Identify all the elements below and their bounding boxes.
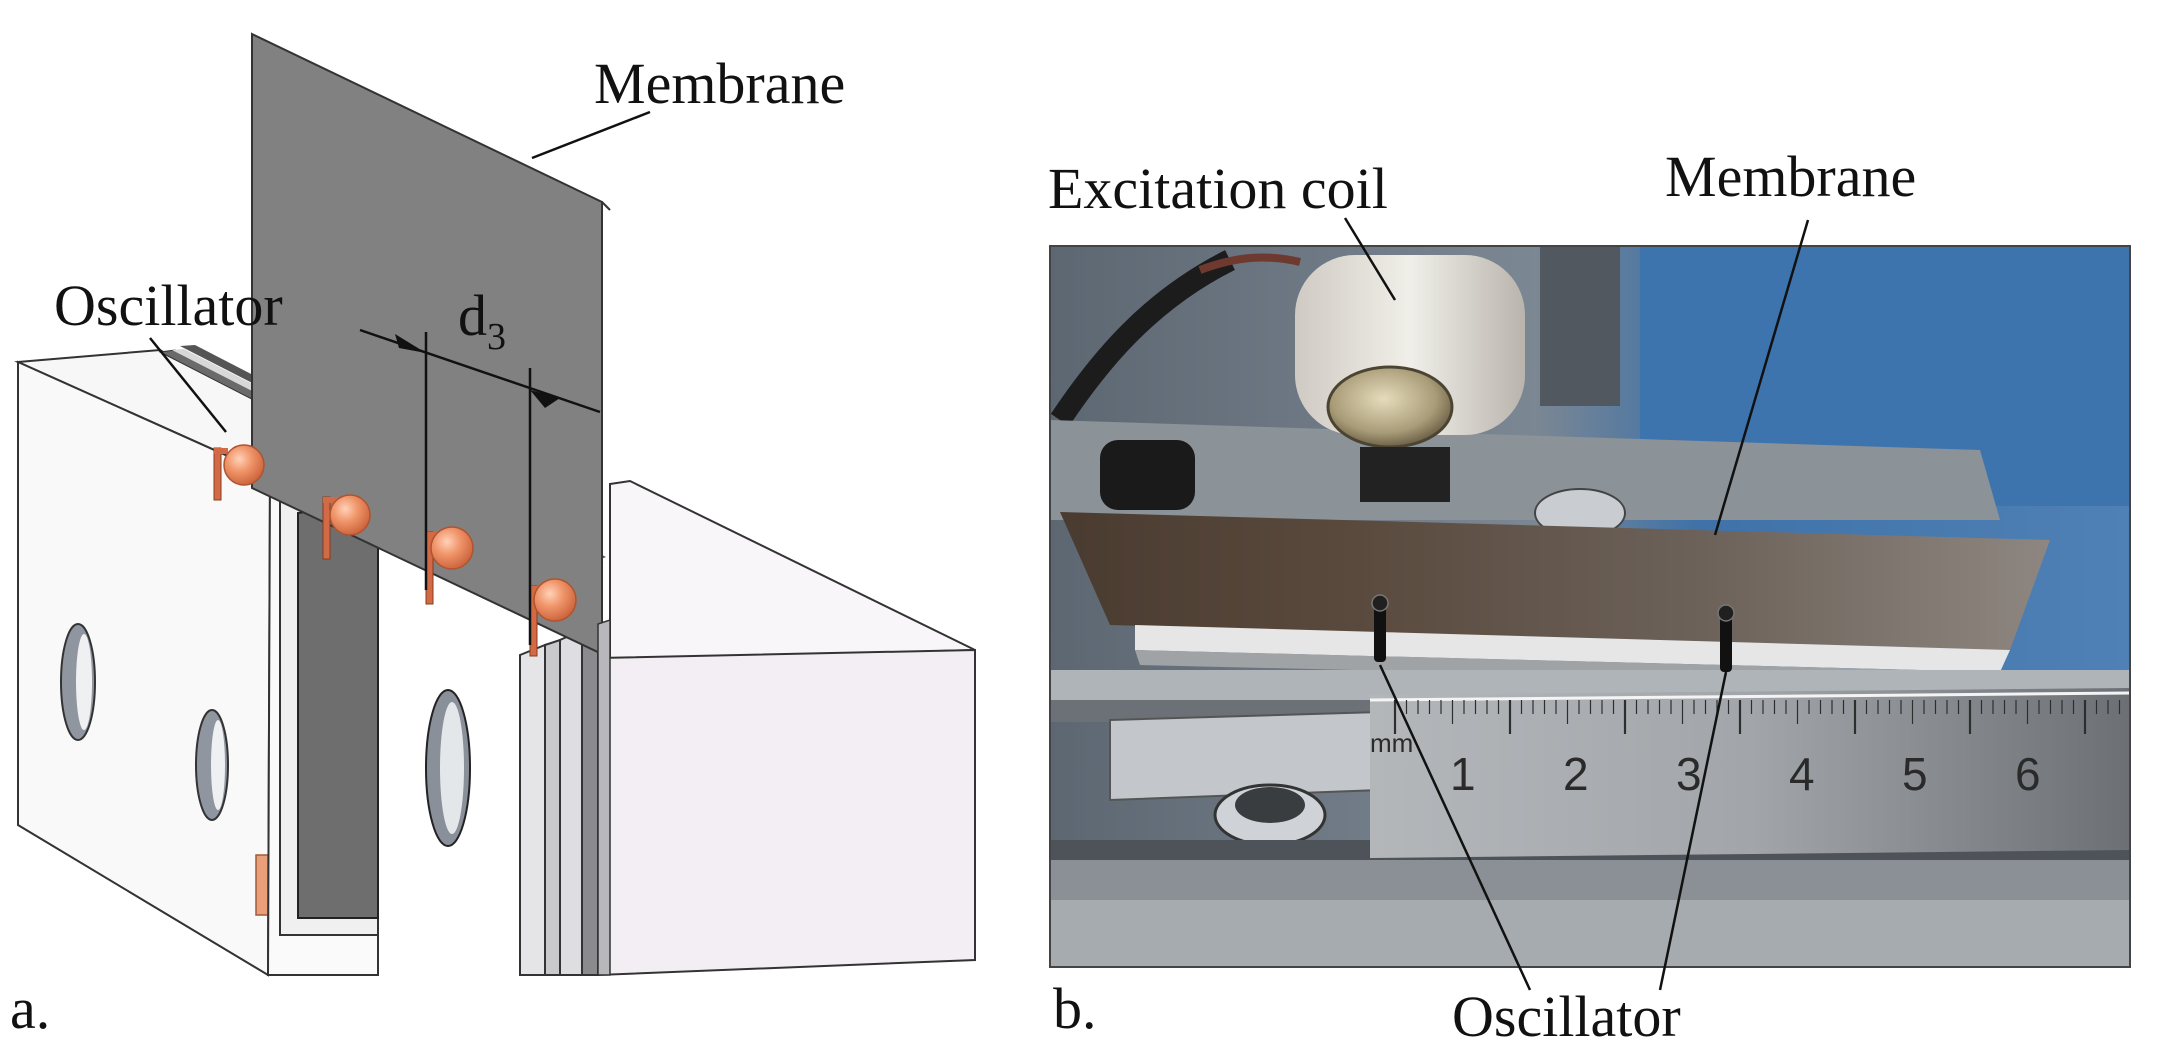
distance-subscript: 3 bbox=[487, 316, 506, 358]
photo-ruler-edge bbox=[1369, 691, 2130, 702]
oscillator-ball bbox=[329, 494, 371, 536]
dimension-arrow bbox=[530, 390, 560, 408]
oscillator-2 bbox=[322, 494, 371, 560]
photo-coil-mount bbox=[1360, 447, 1450, 502]
oscillator-leader-line bbox=[1658, 671, 1728, 991]
photo-bracket bbox=[1540, 246, 1620, 406]
photo-oscillator-ball bbox=[1717, 604, 1735, 622]
slot-plate bbox=[581, 622, 599, 976]
housing-hole bbox=[440, 702, 464, 834]
oscillator-1 bbox=[213, 444, 265, 501]
distance-symbol: d bbox=[458, 283, 487, 348]
slot-plate bbox=[544, 638, 561, 976]
oscillator-label-b: Oscillator bbox=[1452, 984, 1681, 1049]
housing-right-edge bbox=[597, 618, 611, 976]
oscillator-ball bbox=[223, 444, 265, 486]
ruler-number: 4 bbox=[1789, 748, 1815, 800]
photo-bolt bbox=[1235, 787, 1305, 823]
excitation-coil-label: Excitation coil bbox=[1048, 156, 1388, 221]
dimension-arrow bbox=[395, 334, 426, 353]
distance-label: d3 bbox=[458, 283, 506, 358]
housing-hole bbox=[211, 720, 225, 810]
slot-plate bbox=[559, 628, 583, 976]
ruler-number: 1 bbox=[1450, 748, 1476, 800]
photo-frame bbox=[1049, 245, 2131, 968]
photo-membrane-bevel bbox=[1135, 625, 2010, 672]
membrane-edge bbox=[601, 201, 611, 211]
membrane-label-a: Membrane bbox=[594, 51, 845, 116]
ruler-number: 3 bbox=[1676, 748, 1702, 800]
photo-oscillator-2 bbox=[1720, 610, 1732, 672]
slot-plate bbox=[519, 643, 546, 976]
ruler-numbers: 1 2 3 4 5 6 bbox=[1450, 748, 2041, 800]
housing-window bbox=[297, 501, 379, 919]
ruler-number: 5 bbox=[1902, 748, 1928, 800]
photo-oscillator-1 bbox=[1374, 600, 1386, 662]
housing-tab bbox=[255, 854, 269, 916]
housing-hole bbox=[76, 634, 92, 730]
membrane-leader-line bbox=[1713, 219, 1810, 536]
photo-cable bbox=[1050, 250, 1235, 427]
photo-cable bbox=[1198, 253, 1301, 274]
photo-coil-magnet bbox=[1326, 365, 1454, 449]
photo-base-block bbox=[1050, 420, 2000, 520]
ruler-ticks bbox=[1393, 700, 2121, 734]
oscillator-ball bbox=[533, 578, 577, 622]
oscillator-leader-line bbox=[149, 337, 227, 433]
photo-ruler bbox=[1370, 688, 2130, 858]
ruler-unit: mm bbox=[1370, 728, 1413, 758]
panel-a-drawing: Membrane Oscillator d3 a. bbox=[10, 32, 976, 1041]
housing-right-front bbox=[597, 648, 976, 977]
panel-b-photo: mm 1 2 3 4 5 6 Excitation coil Membrane Oscil… bbox=[1048, 144, 2131, 1049]
photo-frame-rail bbox=[1050, 860, 2130, 900]
ruler-number: 6 bbox=[2015, 748, 2041, 800]
membrane-label-b: Membrane bbox=[1665, 144, 1916, 209]
panel-a-label: a. bbox=[10, 976, 50, 1041]
photo-membrane bbox=[1060, 512, 2050, 650]
housing-right-top bbox=[609, 479, 976, 662]
panel-b-label: b. bbox=[1053, 976, 1097, 1041]
oscillator-3 bbox=[425, 526, 474, 605]
oscillator-label-a: Oscillator bbox=[54, 273, 283, 338]
oscillator-leader-line bbox=[1378, 664, 1532, 991]
oscillator-ball bbox=[430, 526, 474, 570]
membrane-leader-line bbox=[531, 110, 651, 160]
photo-knob bbox=[1100, 440, 1195, 510]
photo-oscillator-ball bbox=[1371, 594, 1389, 612]
photo-frame-rail bbox=[1050, 900, 2130, 967]
ruler-number: 2 bbox=[1563, 748, 1589, 800]
coil-leader-line bbox=[1343, 217, 1397, 301]
